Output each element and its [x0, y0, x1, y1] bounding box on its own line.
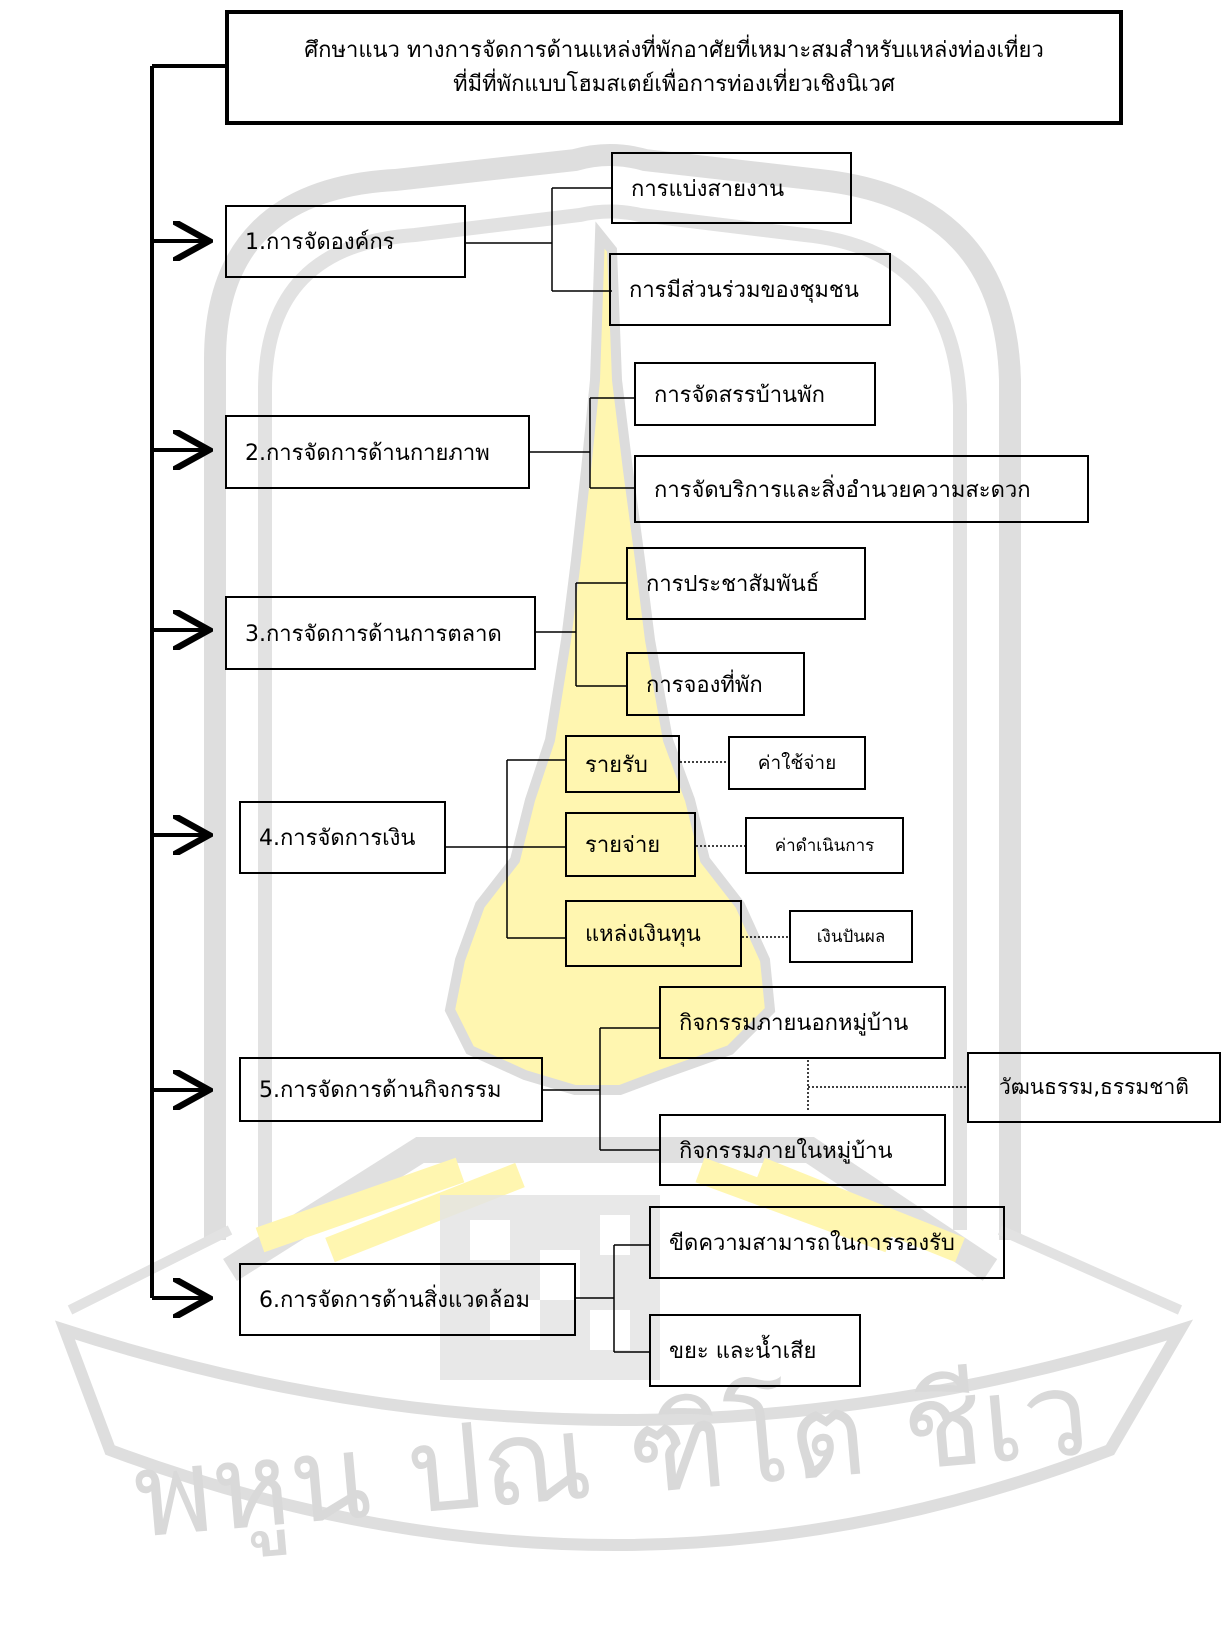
item-label: การจัดบริการและสิ่งอำนวยความสะดวก [654, 477, 1031, 503]
item-label: รายจ่าย [585, 833, 661, 858]
item-inside-village-activities: กิจกรรมภายในหมู่บ้าน [659, 1114, 946, 1186]
item-waste-and-wastewater: ขยะ และน้ำเสีย [649, 1314, 861, 1387]
category-finance: 4.การจัดการเงิน [239, 801, 446, 874]
category-environment: 6.การจัดการด้านสิ่งแวดล้อม [239, 1263, 576, 1336]
detail-dividend: เงินปันผล [789, 910, 913, 963]
title-box: ศึกษาแนว ทางการจัดการด้านแหล่งที่พักอาศั… [225, 10, 1123, 125]
item-label: การมีส่วนร่วมของชุมชน [629, 278, 859, 303]
category-label: 3.การจัดการด้านการตลาด [245, 621, 502, 647]
item-label: การประชาสัมพันธ์ [646, 572, 820, 597]
category-physical: 2.การจัดการด้านกายภาพ [225, 415, 530, 489]
detail-culture-nature: วัฒนธรรม,ธรรมชาติ [967, 1052, 1221, 1123]
title-line-2: ที่มีที่พักแบบโฮมสเตย์เพื่อการท่องเที่ยว… [453, 71, 895, 97]
item-division-of-work: การแบ่งสายงาน [611, 152, 852, 224]
category-organization: 1.การจัดองค์กร [225, 205, 466, 278]
item-funding-source: แหล่งเงินทุน [565, 900, 742, 967]
item-carrying-capacity: ขีดความสามารถในการรองรับ [649, 1206, 1005, 1279]
detail-operating-cost: ค่าดำเนินการ [745, 817, 904, 874]
category-activities: 5.การจัดการด้านกิจกรรม [239, 1057, 543, 1122]
category-label: 5.การจัดการด้านกิจกรรม [259, 1078, 502, 1103]
category-label: 6.การจัดการด้านสิ่งแวดล้อม [259, 1288, 531, 1313]
item-label: กิจกรรมภายในหมู่บ้าน [679, 1138, 893, 1164]
item-services-facilities: การจัดบริการและสิ่งอำนวยความสะดวก [634, 455, 1089, 523]
category-label: 4.การจัดการเงิน [259, 826, 416, 851]
item-label: การจัดสรรบ้านพัก [654, 382, 825, 408]
item-label: การแบ่งสายงาน [631, 176, 785, 202]
title-line-1: ศึกษาแนว ทางการจัดการด้านแหล่งที่พักอาศั… [304, 37, 1044, 63]
item-outside-village-activities: กิจกรรมภายนอกหมู่บ้าน [659, 986, 946, 1059]
item-expense: รายจ่าย [565, 812, 696, 877]
detail-label: ค่าดำเนินการ [774, 836, 875, 856]
item-house-allocation: การจัดสรรบ้านพัก [634, 362, 876, 426]
detail-expenditure: ค่าใช้จ่าย [728, 736, 866, 790]
category-marketing: 3.การจัดการด้านการตลาด [225, 596, 536, 670]
detail-label: เงินปันผล [816, 927, 886, 947]
item-label: การจองที่พัก [646, 672, 763, 698]
category-label: 2.การจัดการด้านกายภาพ [245, 440, 490, 466]
detail-label: วัฒนธรรม,ธรรมชาติ [999, 1075, 1189, 1099]
item-label: ขีดความสามารถในการรองรับ [669, 1231, 955, 1256]
item-label: รายรับ [585, 752, 648, 778]
detail-label: ค่าใช้จ่าย [757, 752, 837, 774]
category-label: 1.การจัดองค์กร [245, 230, 395, 255]
item-label: กิจกรรมภายนอกหมู่บ้าน [679, 1011, 909, 1036]
item-label: ขยะ และน้ำเสีย [669, 1339, 817, 1364]
item-public-relations: การประชาสัมพันธ์ [626, 547, 866, 620]
item-accommodation-booking: การจองที่พัก [626, 652, 805, 716]
item-income: รายรับ [565, 735, 680, 793]
item-community-participation: การมีส่วนร่วมของชุมชน [609, 253, 891, 326]
item-label: แหล่งเงินทุน [585, 922, 701, 947]
